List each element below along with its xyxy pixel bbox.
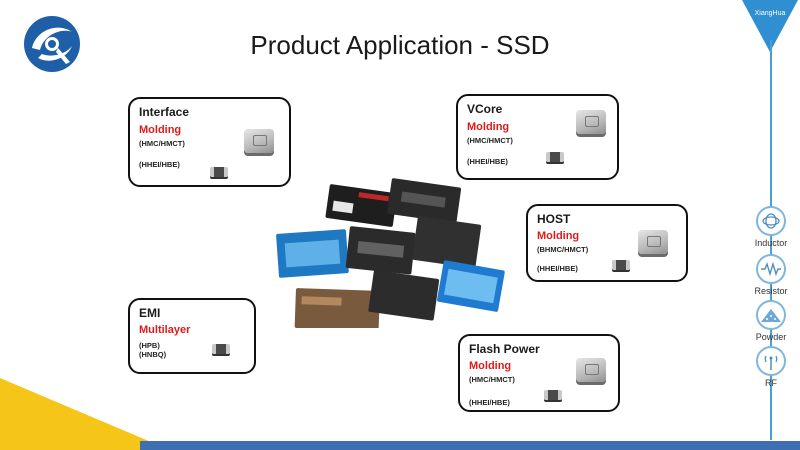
category-label: Powder: [755, 332, 787, 342]
bottom-bar: [140, 441, 800, 450]
category-label: Resistor: [754, 286, 788, 296]
category-inductor[interactable]: Inductor: [748, 206, 794, 248]
box-series: (HMC/HMCT): [139, 139, 185, 148]
category-resistor[interactable]: Resistor: [748, 254, 794, 296]
box-series: (HHEI/HBE): [469, 398, 510, 407]
box-type: Multilayer: [139, 324, 191, 336]
box-series: (HHEI/HBE): [139, 160, 180, 169]
box-type: Molding: [537, 230, 580, 242]
chip-inductor-image: [210, 167, 228, 177]
page-title: Product Application - SSD: [250, 30, 550, 60]
box-title: EMI: [139, 306, 161, 320]
company-logo: [24, 16, 80, 72]
flash-power-box: Flash Power Molding (HMC/HMCT) (HHEI/HBE…: [458, 334, 620, 412]
box-series: (HHEI/HBE): [467, 157, 508, 166]
chip-inductor-image: [612, 260, 630, 270]
host-box: HOST Molding (BHMC/HMCT) (HHEI/HBE): [526, 204, 688, 282]
resistor-icon: [756, 254, 786, 284]
vcore-box: VCore Molding (HMC/HMCT) (HHEI/HBE): [456, 94, 619, 180]
category-rf[interactable]: RF: [748, 346, 794, 388]
rf-icon: [756, 346, 786, 376]
emi-box: EMI Multilayer (HPB) (HNBQ): [128, 298, 256, 374]
inductor-icon: [756, 206, 786, 236]
box-series: (HMC/HMCT): [469, 375, 515, 384]
yellow-corner-decoration: [0, 378, 170, 450]
chip-inductor-image: [546, 152, 564, 162]
box-series: (BHMC/HMCT): [537, 245, 589, 254]
molding-inductor-image: [638, 230, 668, 254]
chip-inductor-image: [544, 390, 562, 400]
category-label: RF: [765, 378, 777, 388]
box-title: Interface: [139, 105, 190, 119]
box-type: Molding: [469, 360, 512, 372]
category-powder[interactable]: Powder: [748, 300, 794, 342]
box-series: (HNBQ): [139, 350, 167, 359]
box-type: Molding: [139, 124, 182, 136]
box-title: Flash Power: [469, 342, 540, 356]
interface-box: Interface Molding (HMC/HMCT) (HHEI/HBE): [128, 97, 291, 187]
box-series: (HMC/HMCT): [467, 136, 513, 145]
ssd-product-photo: [276, 178, 505, 328]
molding-inductor-image: [576, 110, 606, 134]
molding-inductor-image: [244, 129, 274, 153]
box-title: VCore: [467, 102, 503, 116]
box-title: HOST: [537, 212, 571, 226]
category-label: Inductor: [754, 238, 788, 248]
powder-icon: [756, 300, 786, 330]
molding-inductor-image: [576, 358, 606, 382]
chip-inductor-image: [212, 344, 230, 354]
rail-line: [770, 40, 772, 440]
box-series: (HHEI/HBE): [537, 264, 578, 273]
box-series: (HPB): [139, 341, 160, 350]
box-type: Molding: [467, 121, 510, 133]
brand-name: XiangHua: [754, 10, 786, 17]
brand-badge: [742, 0, 798, 52]
